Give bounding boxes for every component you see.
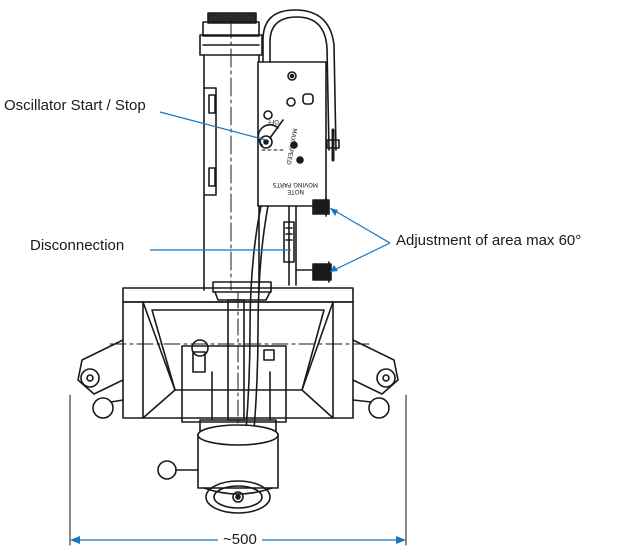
dimension-extensions [69,394,407,546]
adjustment-leader-upper [329,207,391,244]
adjustment-knob-upper [312,197,330,217]
motor-drum [157,419,279,514]
panel-note-text: NOTE [287,188,304,195]
oscillator-leader-line [159,111,267,141]
arrowhead-upper [330,208,338,216]
disconnection-label: Disconnection [30,237,125,254]
width-dimension-label: ~500 [223,531,257,548]
hood [109,287,371,441]
panel-moving-parts-text: MOVING PARTS [273,181,318,188]
swivel-joint [212,281,272,301]
callout-lines [76,111,400,541]
dimension-arrow-left [70,536,80,544]
adjustment-leader-lower [329,242,391,273]
right-arm [352,339,399,419]
panel-off-text: OFF [267,118,279,125]
adjustment-knob-lower [312,261,332,283]
disconnection-rod [283,205,314,286]
hose-down [245,205,269,431]
adjustment-label: Adjustment of area max 60° [396,232,582,249]
dimension-arrow-right [396,536,406,544]
control-box [257,61,327,207]
callout-arrowheads [70,208,406,544]
left-arm [77,339,124,419]
inner-mechanism [181,299,287,423]
oscillator-label: Oscillator Start / Stop [4,97,146,114]
arrowhead-lower [330,265,338,272]
hose [262,9,340,162]
